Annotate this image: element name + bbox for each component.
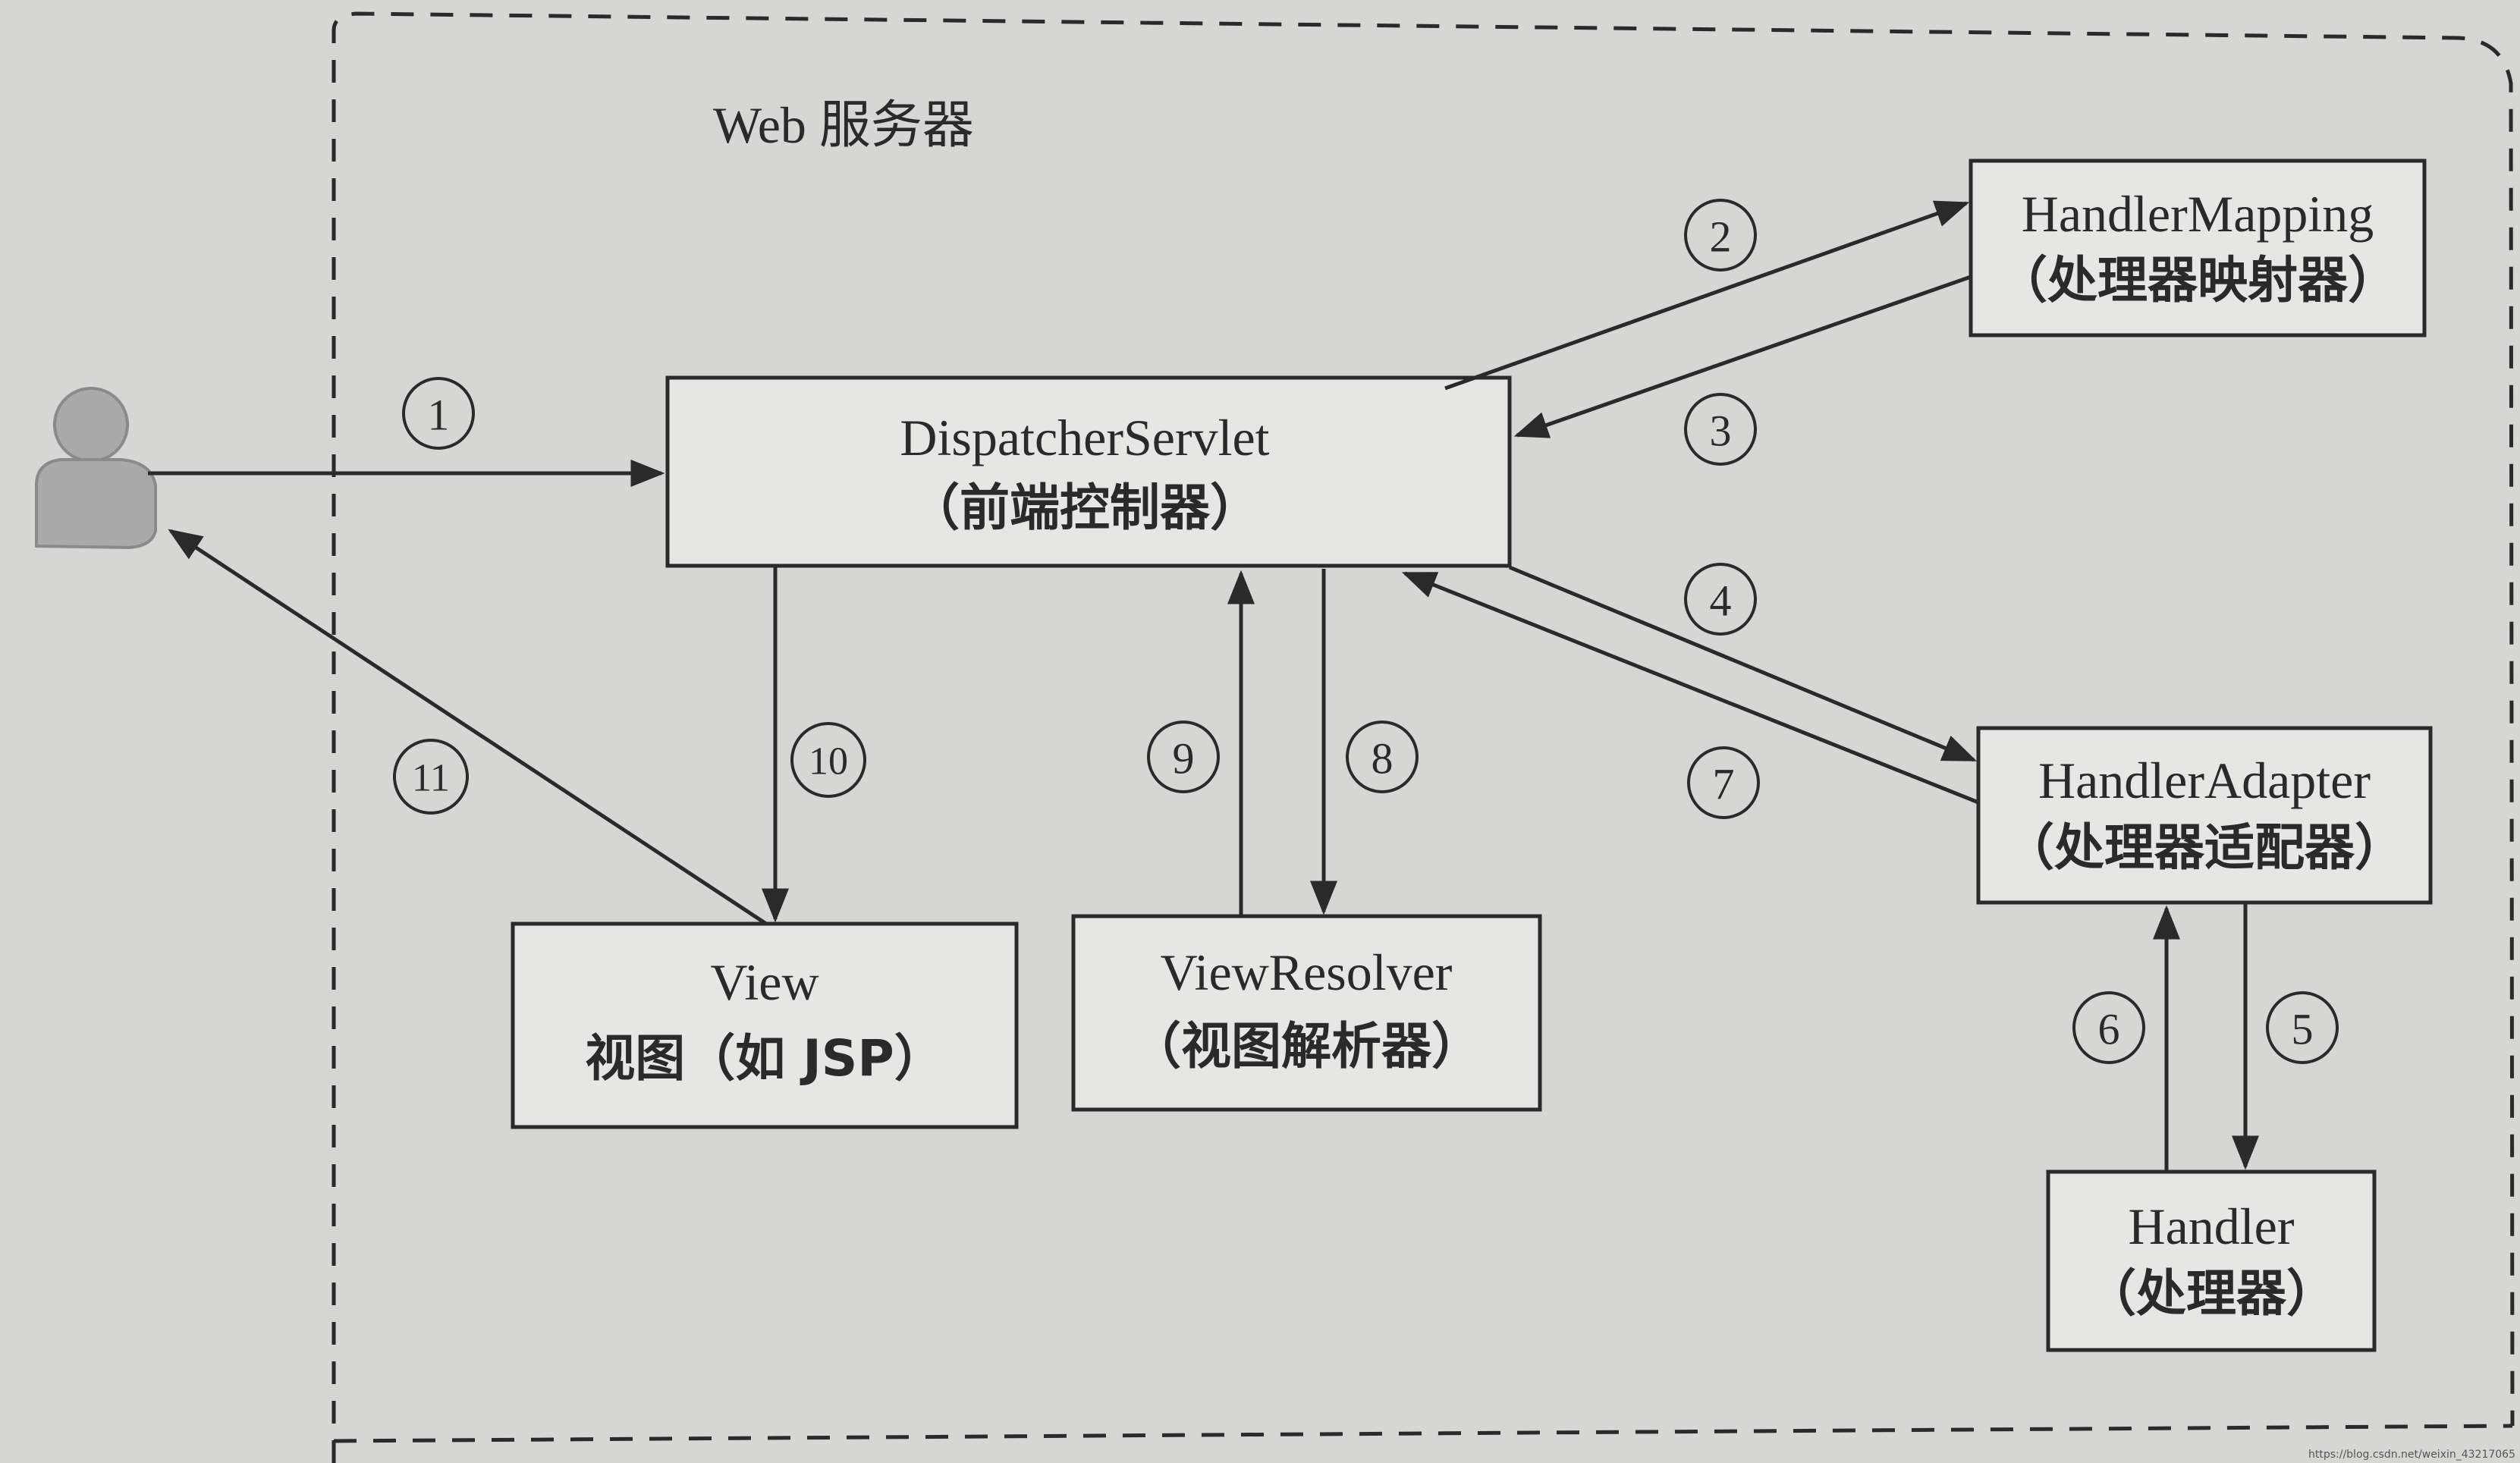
step-badge-3: 3 (1684, 393, 1757, 466)
svg-text:3: 3 (1710, 407, 1732, 456)
arrow-step-4 (1509, 565, 1978, 762)
handler-subtitle: （处理器） (2086, 1264, 2336, 1323)
view-box: View 视图（如 JSP） (511, 921, 1019, 1129)
step-badge-8: 8 (1346, 721, 1419, 793)
svg-text:5: 5 (2292, 1005, 2314, 1054)
web-server-label: Web 服务器 (713, 96, 974, 154)
handler-title: Handler (2128, 1198, 2294, 1255)
step-badge-2: 2 (1684, 199, 1757, 272)
svg-text:7: 7 (1713, 760, 1735, 809)
view-resolver-box: ViewResolver （视图解析器） (1071, 914, 1542, 1112)
web-server-boundary (331, 11, 2515, 1463)
step-badge-6: 6 (2072, 991, 2145, 1064)
handler-mapping-title: HandlerMapping (2022, 185, 2374, 243)
view-title: View (710, 953, 819, 1011)
handler-mapping-subtitle: （处理器映射器） (1997, 251, 2398, 309)
step-badge-4: 4 (1684, 563, 1757, 636)
svg-text:9: 9 (1173, 734, 1195, 783)
arrow-step-7 (1401, 571, 1979, 805)
dispatcher-servlet-box: DispatcherServlet （前端控制器） (665, 375, 1512, 568)
step-badge-9: 9 (1147, 721, 1220, 793)
handler-adapter-title: HandlerAdapter (2038, 752, 2371, 809)
arrow-step-2 (1444, 200, 1970, 391)
step-badge-7: 7 (1687, 746, 1760, 819)
user-icon (35, 387, 157, 550)
dispatcher-servlet-title: DispatcherServlet (900, 409, 1269, 466)
view-resolver-title: ViewResolver (1161, 943, 1453, 1001)
step-badge-5: 5 (2266, 991, 2339, 1064)
step-badge-11: 11 (393, 739, 469, 815)
handler-mapping-box: HandlerMapping （处理器映射器） (1969, 159, 2427, 337)
view-resolver-subtitle: （视图解析器） (1131, 1017, 1482, 1075)
svg-text:1: 1 (428, 391, 450, 440)
step-badge-10: 10 (790, 722, 866, 798)
svg-text:2: 2 (1710, 212, 1732, 262)
svg-text:6: 6 (2098, 1005, 2120, 1054)
svg-text:11: 11 (412, 757, 450, 800)
step-badge-1: 1 (402, 377, 475, 450)
watermark-url: https://blog.csdn.net/weixin_43217065 (2308, 1449, 2515, 1461)
svg-text:8: 8 (1372, 734, 1394, 783)
dispatcher-servlet-subtitle: （前端控制器） (910, 479, 1260, 537)
view-subtitle: 视图（如 JSP） (585, 1029, 944, 1088)
handler-adapter-box: HandlerAdapter （处理器适配器） (1976, 726, 2433, 905)
handler-adapter-subtitle: （处理器适配器） (2004, 818, 2405, 877)
handler-box: Handler （处理器） (2046, 1169, 2377, 1352)
svg-text:4: 4 (1710, 576, 1732, 626)
svg-text:10: 10 (809, 740, 848, 783)
arrow-step-3 (1513, 275, 1972, 438)
arrow-step-11 (168, 529, 768, 926)
